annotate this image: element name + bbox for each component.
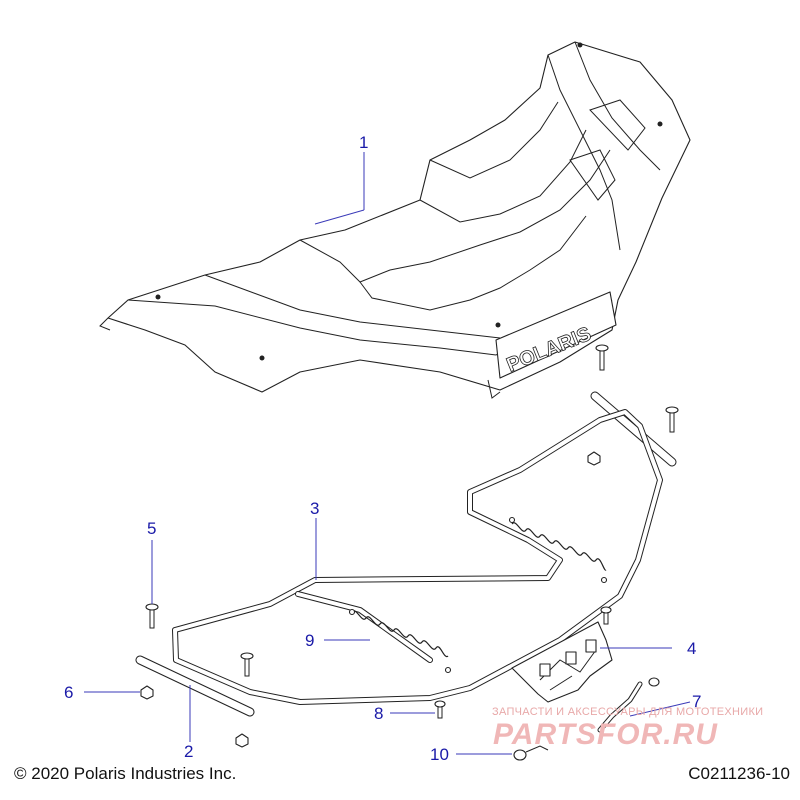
callout-4: 4 [687,639,696,658]
callout-2: 2 [184,742,193,761]
callout-labels: 1 2 3 4 5 6 7 8 9 10 [64,133,701,764]
callout-6: 6 [64,683,73,702]
callout-8: 8 [374,704,383,723]
bolt-rear [665,406,679,433]
rod-upper [590,391,677,467]
nut-lower [235,733,249,748]
rack-frame [172,409,663,705]
rod-lower [135,655,255,717]
callout-5: 5 [147,519,156,538]
callout-3: 3 [310,499,319,518]
watermark-logo: PARTSFOR.RU [493,718,718,751]
bolt-front [595,344,609,371]
watermark-tagline: ЗАПЧАСТИ И АКСЕССУАРЫ ДЛЯ МОТОТЕХНИКИ [492,706,764,718]
clamp-10 [513,745,549,761]
spring-lower [348,608,452,674]
hose-7 [597,677,660,733]
nut-6 [140,685,154,700]
spring-upper [508,516,608,584]
leader-lines [84,152,691,755]
callout-10: 10 [430,745,449,764]
mounting-bracket [511,621,613,703]
callout-9: 9 [305,631,314,650]
copyright-notice: © 2020 Polaris Industries Inc. [14,764,237,783]
figure-code: C0211236-10 [688,764,790,783]
bolt-8 [434,700,446,719]
callout-1: 1 [359,133,368,152]
bolt-5 [145,603,159,629]
callout-7: 7 [692,692,701,711]
nut-upper [587,451,601,466]
bolt-lower-mid [240,652,254,677]
bolt-bracket [600,606,612,625]
front-body-panel: POLARIS [99,41,691,399]
